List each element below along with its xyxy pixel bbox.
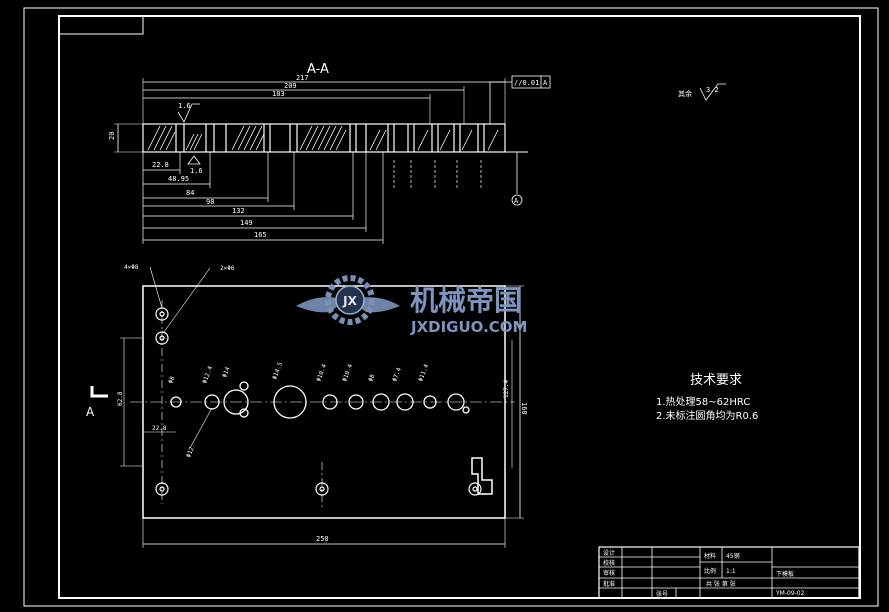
dim-160: 160	[520, 402, 528, 415]
hole-label-1: Φ8	[167, 375, 176, 385]
roughness-note: 其余 3.2	[678, 83, 726, 101]
tb-row-3: 审核	[603, 569, 615, 577]
dim-209: 209	[284, 82, 297, 90]
dim-plan-22-8: 22.8	[152, 425, 167, 432]
tb-drawing-no: YM-09-02	[775, 590, 805, 597]
section-view: A-A	[108, 62, 551, 244]
watermark-en: JXDIGUO.COM	[410, 318, 527, 336]
dim-98: 98	[206, 198, 214, 206]
slot-feature	[471, 457, 493, 495]
tb-row-2: 校核	[603, 559, 615, 567]
hole-label-2: Φ12.4	[201, 365, 214, 385]
hole-label-5: Φ10.4	[315, 363, 328, 383]
tolerance-datum: A	[543, 79, 548, 87]
tech-requirements-title: 技术要求	[690, 373, 742, 388]
tech-requirement-1: 1.热处理58~62HRC	[656, 395, 750, 408]
dim-22-8: 22.8	[152, 161, 169, 169]
hole-label-9: Φ11.4	[417, 363, 430, 383]
tb-material-value: 45钢	[726, 552, 740, 560]
dim-84: 84	[186, 189, 194, 197]
watermark-gear	[325, 275, 375, 325]
view-arrow-label: A	[86, 405, 95, 419]
datum-label: A	[514, 197, 519, 205]
tb-sheet-count: 共 张 第 张	[706, 580, 736, 588]
datum-circle	[511, 194, 523, 206]
tb-material-label: 材料	[704, 552, 716, 560]
tb-scale-value: 1:1	[726, 568, 736, 575]
dim-132: 132	[232, 207, 245, 215]
tb-part-name: 下模板	[776, 570, 794, 578]
tb-scale-label: 比例	[704, 567, 716, 575]
tb-sheet-label: 张号	[656, 590, 668, 598]
hole-label-6: Φ10.4	[341, 363, 354, 383]
outer-border	[23, 7, 879, 607]
section-body	[142, 123, 506, 153]
view-arrow	[90, 386, 108, 398]
title-block	[598, 546, 860, 599]
hole-label-10: Φ12	[185, 446, 195, 459]
roughness-note-prefix: 其余	[678, 89, 692, 98]
tech-requirements: 技术要求 1.热处理58~62HRC 2.未标注圆角均为R0.6	[656, 373, 758, 422]
roughness-symbol-top	[177, 103, 200, 123]
roughness-symbol-bottom	[187, 155, 201, 165]
dim-183: 183	[272, 90, 285, 98]
tolerance-value: //0.01	[514, 79, 539, 87]
hole-label-3: Φ14	[221, 366, 231, 379]
roughness-bottom-value: 1.6	[190, 167, 203, 175]
dim-165: 165	[254, 231, 267, 239]
hole-label-7: Φ8	[367, 373, 376, 383]
dim-250: 250	[316, 535, 329, 543]
tech-requirement-2: 2.未标注圆角均为R0.6	[656, 409, 758, 422]
section-title: A-A	[307, 62, 329, 77]
tb-row-4: 批准	[603, 580, 615, 588]
hole-label-4: Φ14.5	[271, 361, 284, 381]
dim-217: 217	[296, 74, 309, 82]
watermark-wing-left	[296, 297, 346, 313]
callout-4xphi8: 4×Φ8	[124, 264, 139, 271]
dim-127-4: 127.4	[503, 380, 510, 398]
roughness-note-value: 3.2	[706, 86, 719, 94]
dim-20: 20	[108, 132, 116, 140]
corner-box	[58, 15, 144, 35]
callout-2xphi6: 2×Φ6	[220, 265, 235, 272]
watermark: JX 机械帝国 JXDIGUO.COM	[296, 275, 527, 336]
dim-48-95: 48.95	[168, 175, 189, 183]
title-block-text: 设计 校核 审核 批准 张号 材料 45钢 比例 1:1 共 张 第 张 下模板…	[603, 549, 805, 598]
section-hatching	[147, 125, 499, 151]
watermark-cn: 机械帝国	[410, 284, 522, 317]
plan-view: 4×Φ8 2×Φ6 Φ8 Φ12.4 Φ14 Φ14.5 Φ10.4 Φ10.4…	[86, 264, 528, 548]
inner-border	[58, 15, 861, 599]
dim-62-8: 62.8	[117, 391, 124, 406]
tb-row-1: 设计	[603, 549, 615, 557]
roughness-top-value: 1.6	[178, 102, 191, 110]
watermark-badge: JX	[342, 294, 357, 308]
dim-149: 149	[240, 219, 253, 227]
hole-label-8: Φ7.4	[391, 366, 403, 382]
